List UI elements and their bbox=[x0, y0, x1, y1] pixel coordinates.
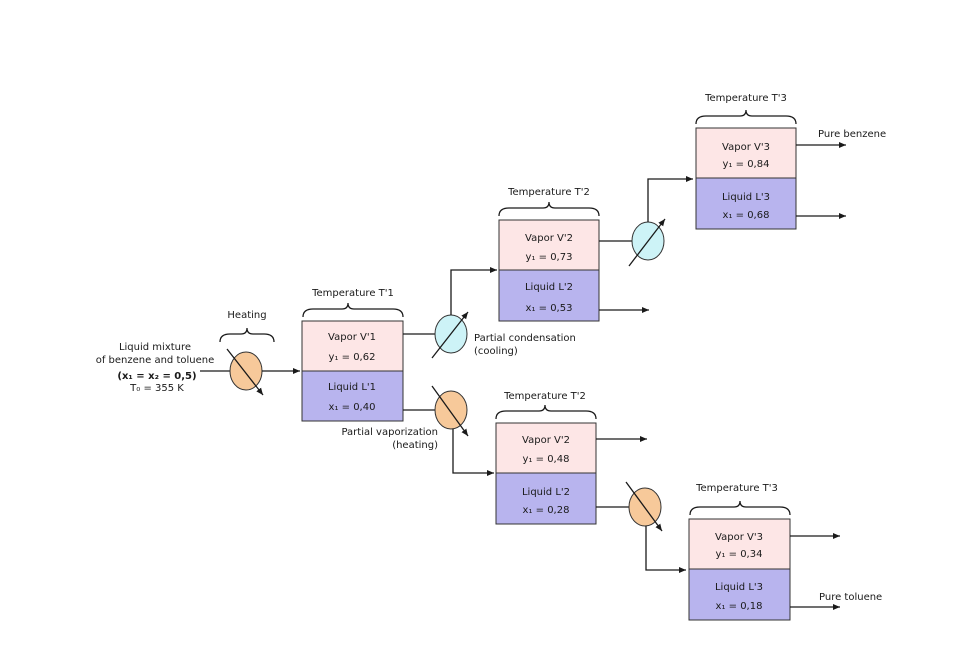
stage3-top-liquid-value: x₁ = 0,68 bbox=[723, 210, 770, 221]
stage3-bottom-temperature: Temperature T'3 bbox=[695, 483, 778, 494]
feed-label: Liquid mixture of benzene and toluene (x… bbox=[96, 342, 215, 394]
stage2-bottom-brace bbox=[495, 404, 597, 420]
cooler1-to-stage2-top-arrow bbox=[450, 267, 497, 315]
heater-2 bbox=[431, 385, 469, 437]
stage2-top-vapor-box bbox=[498, 219, 600, 271]
stage3-top-vapor-label: Vapor V'3 bbox=[722, 142, 770, 153]
stage1-liquid-value: x₁ = 0,40 bbox=[329, 402, 376, 413]
pure-benzene-label: Pure benzene bbox=[818, 129, 886, 140]
heater2-to-stage2-bottom-arrow bbox=[452, 429, 494, 476]
heating-brace bbox=[219, 327, 275, 343]
stage3-top-brace bbox=[695, 109, 797, 125]
stage2-bottom-temperature: Temperature T'2 bbox=[503, 391, 586, 402]
heater-1 bbox=[226, 348, 264, 396]
stage2-top-liquid-label: Liquid L'2 bbox=[525, 282, 573, 293]
stage2-bottom-liquid-box bbox=[495, 472, 597, 525]
stage2-bottom-liquid-value: x₁ = 0,28 bbox=[523, 505, 570, 516]
stage2-bottom-vapor-box bbox=[495, 422, 597, 474]
stage2-top-vapor-value: y₁ = 0,73 bbox=[526, 252, 573, 263]
stage2-top-vapor-label: Vapor V'2 bbox=[525, 233, 573, 244]
stage1-liquid-box bbox=[301, 370, 404, 422]
heater-icon bbox=[229, 351, 263, 391]
svg-text:T₀ = 355 K: T₀ = 355 K bbox=[129, 383, 184, 394]
stage3-top-temperature: Temperature T'3 bbox=[704, 93, 787, 104]
heater-3 bbox=[625, 481, 663, 532]
stage2-top-liquid-value: x₁ = 0,53 bbox=[526, 303, 573, 314]
stage2-top-liquid-box bbox=[498, 269, 600, 322]
stage3-bottom-vapor-box bbox=[688, 518, 791, 570]
condensation-label-1: Partial condensation bbox=[474, 333, 576, 344]
stage1-vapor-label: Vapor V'1 bbox=[328, 332, 376, 343]
stage2-top-brace bbox=[498, 201, 600, 217]
heater3-to-stage3-bottom-arrow bbox=[645, 526, 686, 573]
stage1-liquid-label: Liquid L'1 bbox=[328, 382, 376, 393]
stage3-bottom-liquid-value: x₁ = 0,18 bbox=[716, 601, 763, 612]
stage2-top-temperature: Temperature T'2 bbox=[507, 187, 590, 198]
stage2-bottom-vapor-label: Vapor V'2 bbox=[522, 435, 570, 446]
cooler-2 bbox=[628, 218, 666, 267]
stage2-bottom-vapor-value: y₁ = 0,48 bbox=[523, 454, 570, 465]
pure-toluene-label: Pure toluene bbox=[819, 592, 882, 603]
stage1-brace bbox=[302, 302, 404, 318]
stage3-top-liquid-box bbox=[695, 177, 797, 230]
svg-text:(x₁ = x₂ = 0,5): (x₁ = x₂ = 0,5) bbox=[117, 371, 196, 382]
vaporization-label-2: (heating) bbox=[392, 440, 438, 451]
stage3-top-vapor-value: y₁ = 0,84 bbox=[723, 159, 770, 170]
stage3-bottom-liquid-box bbox=[688, 568, 791, 621]
stage3-top-liquid-label: Liquid L'3 bbox=[722, 192, 770, 203]
stage1-vapor-value: y₁ = 0,62 bbox=[329, 352, 376, 363]
stage3-bottom-vapor-label: Vapor V'3 bbox=[715, 532, 763, 543]
stage2-bottom-liquid-label: Liquid L'2 bbox=[522, 487, 570, 498]
stage1-vapor-box bbox=[301, 320, 404, 372]
stage1-temperature: Temperature T'1 bbox=[311, 288, 394, 299]
stage3-bottom-vapor-value: y₁ = 0,34 bbox=[716, 549, 763, 560]
vaporization-label-1: Partial vaporization bbox=[341, 427, 438, 438]
svg-text:of benzene and toluene: of benzene and toluene bbox=[96, 355, 215, 366]
cooler-1 bbox=[431, 311, 469, 359]
condensation-label-2: (cooling) bbox=[474, 346, 518, 357]
heating-label: Heating bbox=[227, 310, 266, 321]
stage3-bottom-liquid-label: Liquid L'3 bbox=[715, 582, 763, 593]
cooler2-to-stage3-top-arrow bbox=[647, 176, 693, 222]
stage3-top-vapor-box bbox=[695, 127, 797, 179]
svg-text:Liquid mixture: Liquid mixture bbox=[119, 342, 191, 353]
stage3-bottom-brace bbox=[689, 500, 791, 516]
